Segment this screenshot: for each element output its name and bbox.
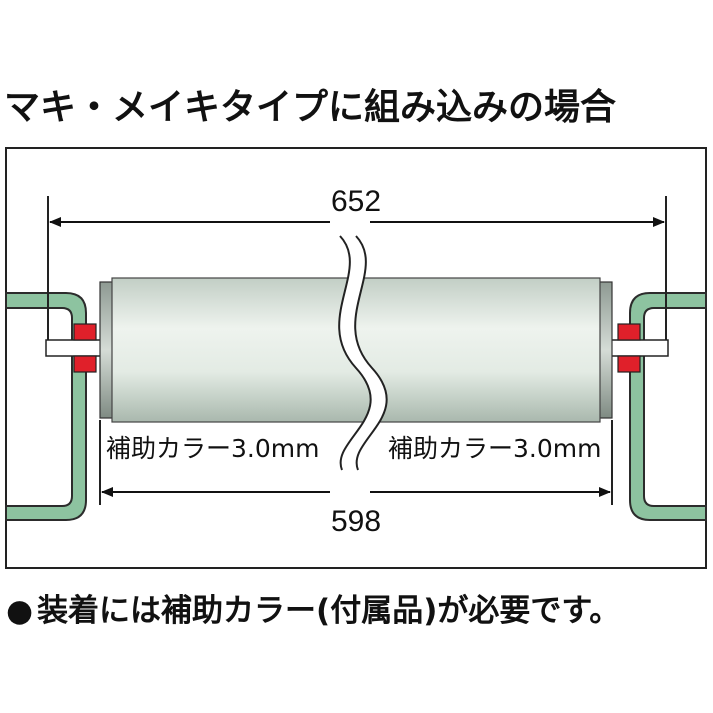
left-shaft <box>45 339 109 357</box>
note-bullet: ● <box>6 593 34 629</box>
collar-label-right: 補助カラー3.0mm <box>388 434 601 463</box>
dimension-gap-roller <box>330 480 370 504</box>
dimension-label-overall: 652 <box>331 185 381 218</box>
note-text: 装着には補助カラー(付属品)が必要です。 <box>37 593 621 629</box>
page-title: マキ・メイキタイプに組み込みの場合 <box>4 87 617 128</box>
left-collar-top <box>73 323 97 341</box>
dimension-gap-overall <box>330 210 370 234</box>
right-frame-channel <box>629 292 707 521</box>
collar-label-right-bg <box>386 424 610 464</box>
installation-note: ●装着には補助カラー(付属品)が必要です。 <box>6 588 706 634</box>
right-collar-bottom <box>617 355 641 373</box>
right-collar-top <box>617 323 641 341</box>
dimension-label-roller: 598 <box>331 505 381 538</box>
collar-label-left-bg <box>104 424 330 464</box>
right-shaft <box>605 339 669 357</box>
left-collar-bottom <box>73 355 97 373</box>
break-mark <box>338 235 388 471</box>
collar-label-left: 補助カラー3.0mm <box>106 434 319 463</box>
left-frame-channel <box>5 292 87 521</box>
